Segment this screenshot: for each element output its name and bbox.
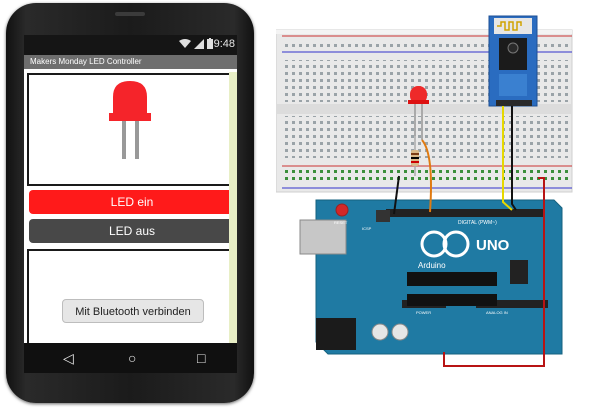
- resistor: [411, 136, 419, 176]
- status-bar: 9:48: [24, 35, 237, 55]
- breadboard-led: [408, 86, 429, 140]
- wifi-icon: [179, 38, 191, 48]
- wires: [393, 106, 545, 367]
- circuit-diagram: UNO Arduino DIGITAL (PWM~) RESET ICSP PO…: [276, 15, 573, 367]
- led-image-panel: [27, 73, 232, 186]
- bluetooth-connect-button[interactable]: Mit Bluetooth verbinden: [62, 299, 204, 323]
- phone-speaker: [115, 12, 145, 16]
- digital-label: DIGITAL (PWM~): [458, 220, 497, 226]
- status-icons: [179, 38, 213, 49]
- bluetooth-module: [488, 15, 538, 107]
- back-icon[interactable]: ◁: [63, 350, 74, 366]
- led-on-button[interactable]: LED ein: [29, 190, 235, 214]
- app-title: Makers Monday LED Controller: [30, 57, 142, 66]
- led-off-button[interactable]: LED aus: [29, 219, 235, 243]
- app-title-bar: Makers Monday LED Controller: [24, 55, 237, 69]
- arduino-sub-label: Arduino: [418, 261, 446, 270]
- reset-button[interactable]: [335, 203, 349, 217]
- home-icon[interactable]: ○: [128, 350, 137, 366]
- scroll-strip: [229, 72, 237, 343]
- analog-label: ANALOG IN: [486, 310, 508, 315]
- battery-icon: [207, 38, 213, 49]
- recents-icon[interactable]: □: [197, 350, 206, 366]
- arduino-board: UNO Arduino DIGITAL (PWM~) RESET ICSP PO…: [299, 199, 563, 355]
- bluetooth-panel: [27, 249, 232, 343]
- power-label: POWER: [416, 310, 431, 315]
- signal-icon: [194, 38, 204, 49]
- status-time: 9:48: [213, 38, 235, 50]
- navigation-bar: ◁ ○ □: [24, 343, 237, 373]
- reset-label: RESET: [334, 220, 348, 225]
- app-screen: LED ein LED aus Mit Bluetooth verbinden: [24, 69, 237, 343]
- led-icon: [109, 81, 151, 159]
- icsp-label: ICSP: [362, 226, 372, 231]
- arduino-brand-label: UNO: [476, 237, 510, 254]
